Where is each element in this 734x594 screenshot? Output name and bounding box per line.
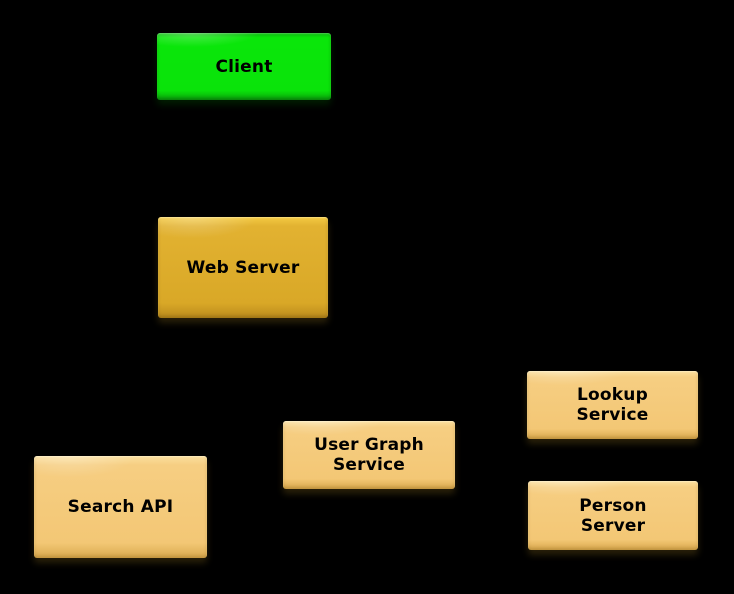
node-client-label: Client (215, 56, 273, 77)
node-search-api-label: Search API (67, 497, 174, 517)
node-web-server: Web Server (158, 217, 328, 318)
node-web-server-label: Web Server (186, 257, 300, 278)
node-user-graph-service-label: User Graph Service (314, 435, 424, 475)
node-search-api: Search API (34, 456, 207, 558)
node-lookup-service-label: Lookup Service (576, 385, 649, 425)
node-user-graph-service: User Graph Service (283, 421, 455, 489)
node-lookup-service: Lookup Service (527, 371, 698, 439)
node-person-server: Person Server (528, 481, 698, 550)
node-client: Client (157, 33, 331, 100)
node-person-server-label: Person Server (579, 495, 647, 536)
